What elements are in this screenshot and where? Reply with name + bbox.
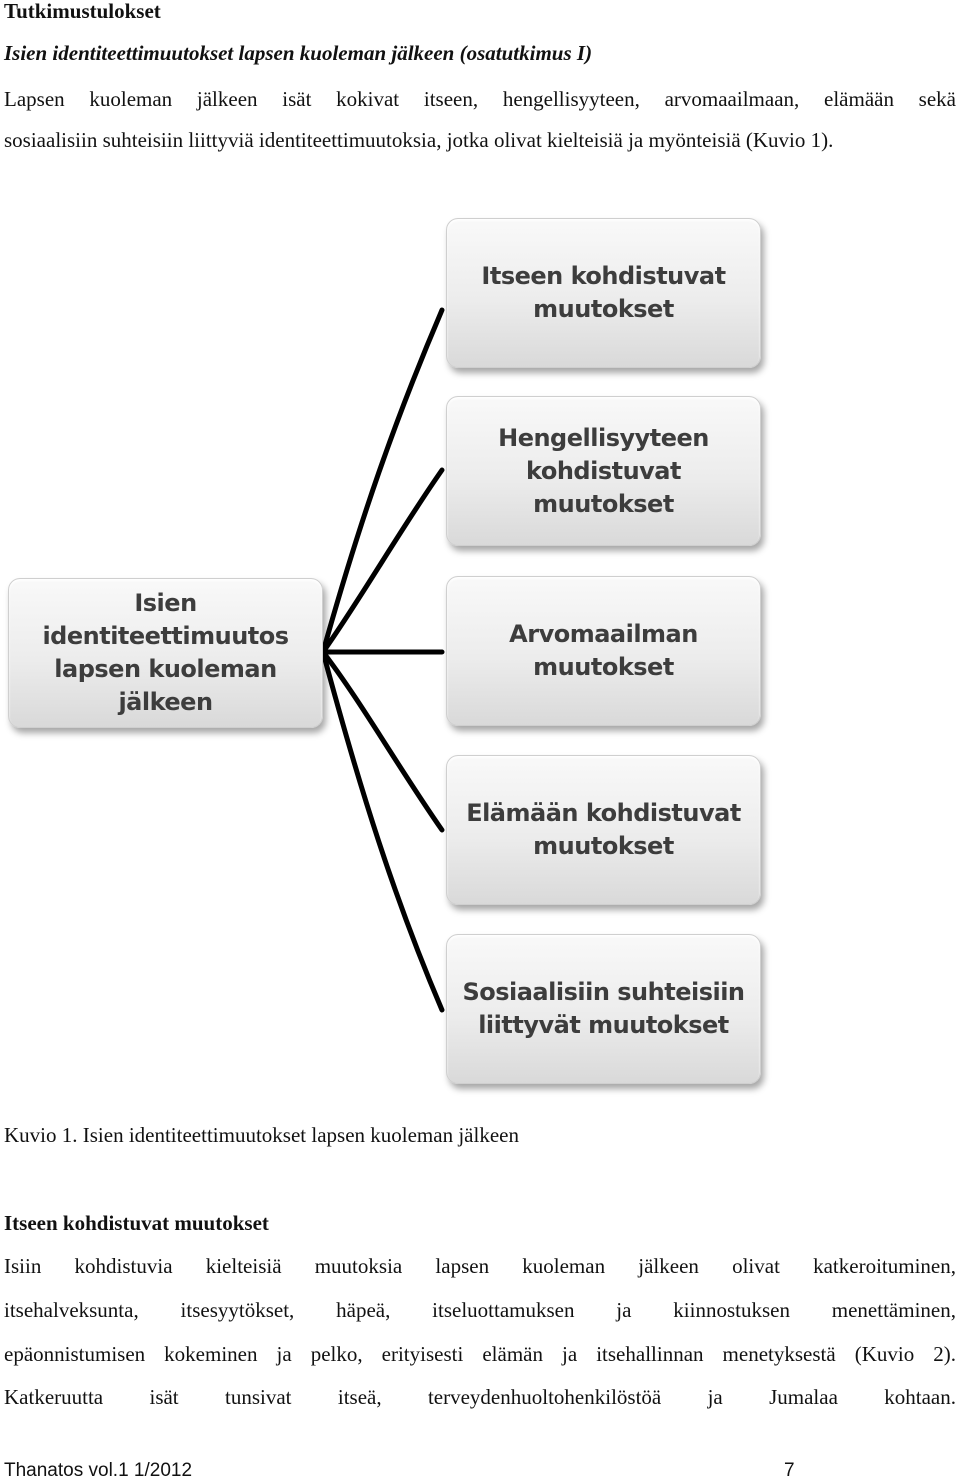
figure-caption: Kuvio 1. Isien identiteettimuutokset lap… xyxy=(4,1123,519,1147)
diagram-node-hengellisyyteen: Hengellisyyteen kohdistuvat muutokset xyxy=(446,396,761,546)
footer-journal: Thanatos vol.1 1/2012 xyxy=(4,1460,193,1481)
connector-4 xyxy=(320,649,445,833)
subsection-heading: Isien identiteettimuutokset lapsen kuole… xyxy=(4,41,593,65)
diagram-node-elamaan: Elämään kohdistuvat muutokset xyxy=(446,755,761,905)
diagram-node-sosiaalisiin: Sosiaalisiin suhteisiin liittyvät muutok… xyxy=(446,934,761,1084)
connector-2 xyxy=(320,467,445,655)
section2-line-2: itsehalveksunta, itsesyytökset, häpeä, i… xyxy=(4,1298,956,1322)
diagram-root-node: Isien identiteettimuutos lapsen kuoleman… xyxy=(8,578,323,728)
intro-line-2: sosiaalisiin suhteisiin liittyviä identi… xyxy=(4,128,834,152)
connector-1 xyxy=(320,307,445,655)
section2-heading: Itseen kohdistuvat muutokset xyxy=(4,1211,269,1235)
section2-line-3: epäonnistumisen kokeminen ja pelko, erit… xyxy=(4,1342,956,1366)
footer-page-number: 7 xyxy=(784,1460,795,1481)
section2-line-1: Isiin kohdistuvia kielteisiä muutoksia l… xyxy=(4,1254,956,1278)
connector-5 xyxy=(320,649,445,1013)
section2-line-4: Katkeruutta isät tunsivat itseä, terveyd… xyxy=(4,1385,956,1409)
section-heading: Tutkimustulokset xyxy=(4,0,161,23)
intro-line-1: Lapsen kuoleman jälkeen isät kokivat its… xyxy=(4,87,956,111)
diagram-node-arvomaailman: Arvomaailman muutokset xyxy=(446,576,761,726)
diagram-node-itseen: Itseen kohdistuvat muutokset xyxy=(446,218,761,368)
